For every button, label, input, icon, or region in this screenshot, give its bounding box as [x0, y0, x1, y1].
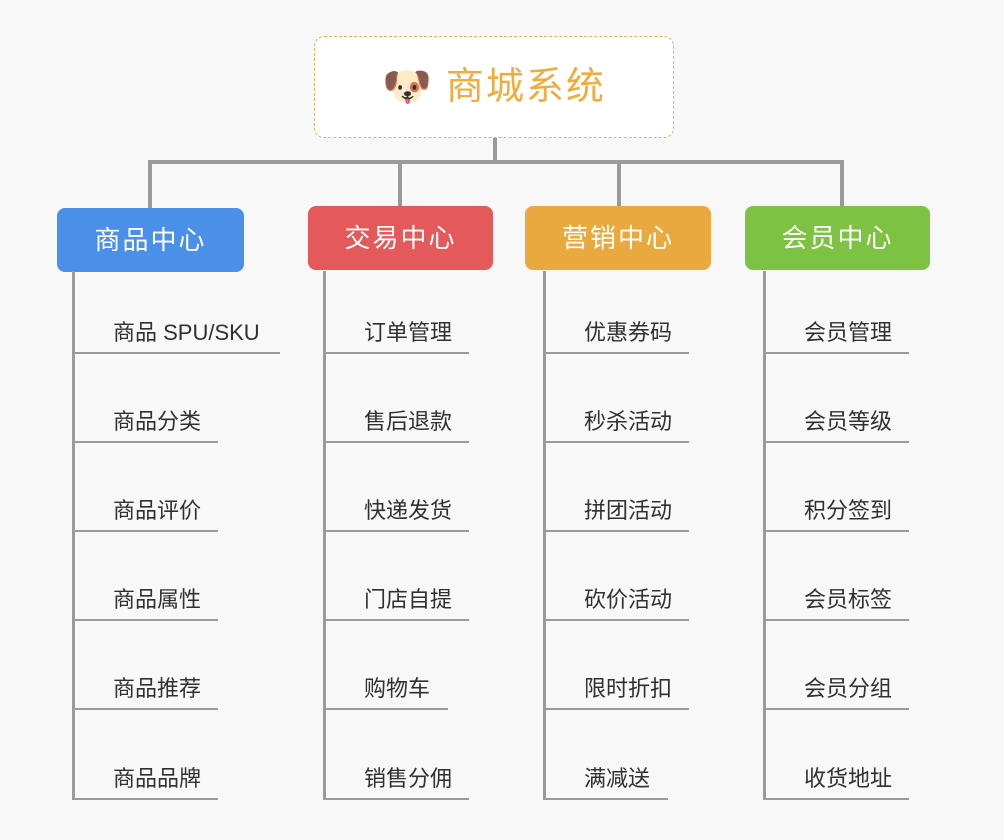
leaf-label: 收货地址	[804, 766, 893, 791]
leaf-label: 会员分组	[804, 676, 893, 701]
leaf-label: 砍价活动	[584, 587, 673, 612]
leaf-underline	[546, 530, 689, 532]
leaf-label: 优惠券码	[584, 320, 673, 345]
connector-bus	[148, 160, 842, 164]
category-box-product-center[interactable]: 商品中心	[57, 208, 244, 272]
leaf-label: 商品分类	[113, 409, 202, 434]
category-label-member-center: 会员中心	[781, 223, 894, 253]
leaf-label: 商品品牌	[113, 766, 202, 791]
category-box-marketing-center[interactable]: 营销中心	[525, 206, 711, 270]
category-label-marketing-center: 营销中心	[561, 223, 674, 253]
leaf-underline	[766, 619, 909, 621]
shiba-dog-face-icon: 🐶	[382, 64, 432, 110]
branch-trunk-member-center	[763, 271, 766, 800]
leaf-label: 会员等级	[804, 409, 893, 434]
leaf-underline	[75, 708, 218, 710]
leaf-underline	[766, 708, 909, 710]
leaf-underline	[326, 352, 469, 354]
leaf-label: 秒杀活动	[584, 409, 673, 434]
connector-drop-marketing-center	[617, 160, 621, 210]
leaf-underline	[75, 530, 218, 532]
leaf-underline	[766, 352, 909, 354]
leaf-underline	[546, 619, 689, 621]
leaf-label: 门店自提	[364, 587, 453, 612]
leaf-label: 商品推荐	[113, 676, 202, 701]
leaf-underline	[75, 619, 218, 621]
leaf-label: 会员标签	[804, 587, 893, 612]
leaf-underline	[75, 798, 218, 800]
leaf-label: 会员管理	[804, 320, 893, 345]
leaf-label: 商品 SPU/SKU	[113, 320, 260, 345]
leaf-label: 售后退款	[364, 409, 453, 434]
category-label-trade-center: 交易中心	[344, 223, 457, 253]
leaf-label: 购物车	[364, 676, 431, 701]
leaf-label: 商品评价	[113, 498, 202, 523]
branch-trunk-marketing-center	[543, 271, 546, 800]
leaf-underline	[546, 708, 689, 710]
leaf-underline	[75, 352, 280, 354]
connector-drop-product-center	[148, 160, 152, 210]
leaf-label: 满减送	[584, 766, 651, 791]
connector-drop-member-center	[840, 160, 844, 210]
category-box-member-center[interactable]: 会员中心	[745, 206, 930, 270]
branch-trunk-trade-center	[323, 271, 326, 800]
leaf-underline	[75, 441, 218, 443]
category-label-product-center: 商品中心	[94, 225, 207, 255]
leaf-label: 积分签到	[804, 498, 893, 523]
leaf-underline	[766, 530, 909, 532]
connector-drop-trade-center	[398, 160, 402, 210]
branch-trunk-product-center	[72, 271, 75, 800]
leaf-label: 销售分佣	[364, 766, 453, 791]
leaf-underline	[326, 619, 469, 621]
connector-root-stem	[493, 138, 497, 162]
leaf-label: 拼团活动	[584, 498, 673, 523]
leaf-underline	[326, 530, 469, 532]
root-node[interactable]: 🐶 商城系统	[314, 36, 674, 138]
leaf-underline	[546, 798, 668, 800]
leaf-underline	[326, 798, 469, 800]
leaf-underline	[326, 441, 469, 443]
leaf-label: 订单管理	[364, 320, 453, 345]
leaf-underline	[326, 708, 448, 710]
leaf-underline	[766, 441, 909, 443]
leaf-label: 快递发货	[364, 498, 453, 523]
leaf-label: 商品属性	[113, 587, 202, 612]
category-box-trade-center[interactable]: 交易中心	[308, 206, 493, 270]
leaf-label: 限时折扣	[584, 676, 673, 701]
root-title: 商城系统	[445, 66, 606, 108]
leaf-underline	[546, 441, 689, 443]
leaf-underline	[766, 798, 909, 800]
leaf-underline	[546, 352, 689, 354]
